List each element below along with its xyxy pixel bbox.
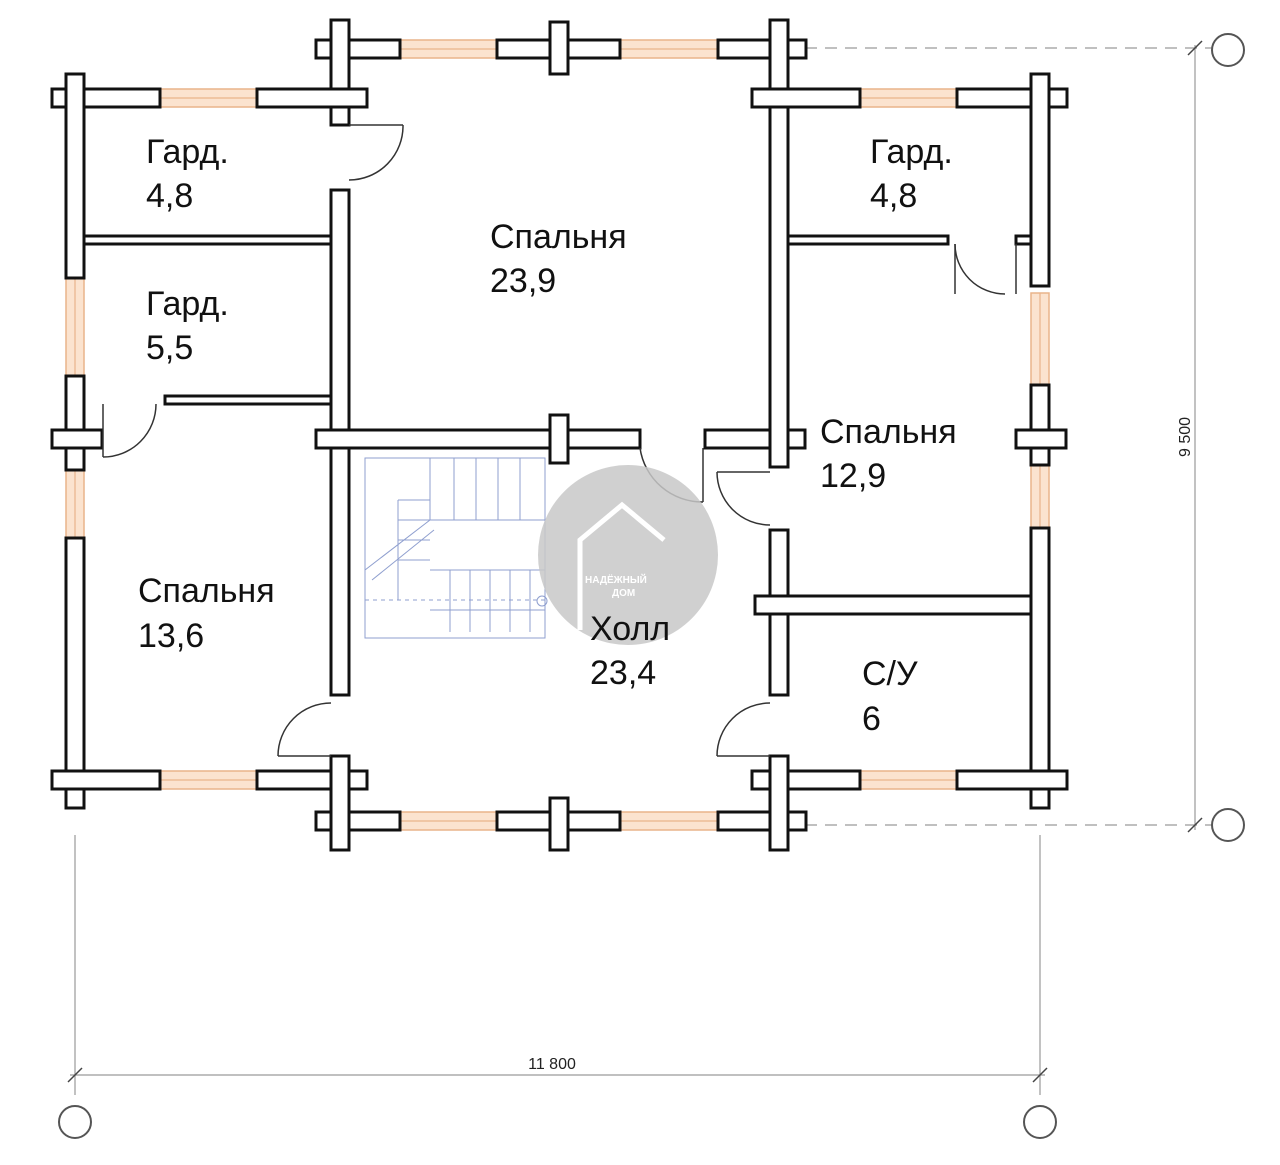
- room-name: Спальня: [820, 413, 957, 451]
- axis-marker: [1211, 808, 1245, 842]
- watermark-text: ДОМ: [612, 588, 635, 599]
- height-dimension: 9 500: [1177, 417, 1194, 457]
- room-name: Спальня: [138, 572, 275, 610]
- watermark-logo: НАДЁЖНЫЙ ДОМ: [538, 465, 718, 645]
- axis-marker: [58, 1105, 92, 1139]
- room-name: С/У: [862, 655, 918, 693]
- room-name: Гард.: [870, 133, 953, 171]
- watermark-text: НАДЁЖНЫЙ: [585, 573, 647, 586]
- room-name: Холл: [590, 610, 670, 648]
- room-area: 23,9: [490, 262, 556, 300]
- axis-marker: [1211, 33, 1245, 67]
- room-name: Гард.: [146, 133, 229, 171]
- axis-marker: [1023, 1105, 1057, 1139]
- room-area: 4,8: [146, 177, 193, 215]
- windows: [65, 39, 1050, 831]
- width-dimension: 11 800: [528, 1056, 576, 1073]
- room-name: Спальня: [490, 218, 627, 256]
- staircase: [364, 457, 548, 639]
- walls: [50, 18, 1069, 852]
- room-area: 4,8: [870, 177, 917, 215]
- room-area: 12,9: [820, 457, 886, 495]
- room-area: 5,5: [146, 329, 193, 367]
- room-area: 6: [862, 700, 881, 738]
- doors: [102, 124, 1017, 757]
- room-name: Гард.: [146, 285, 229, 323]
- dimension-lines: [67, 40, 1215, 1095]
- room-labels: Гард. 4,8 Гард. 5,5 Спальня 23,9 Гард. 4…: [138, 133, 957, 738]
- room-area: 13,6: [138, 617, 204, 655]
- room-area: 23,4: [590, 654, 656, 692]
